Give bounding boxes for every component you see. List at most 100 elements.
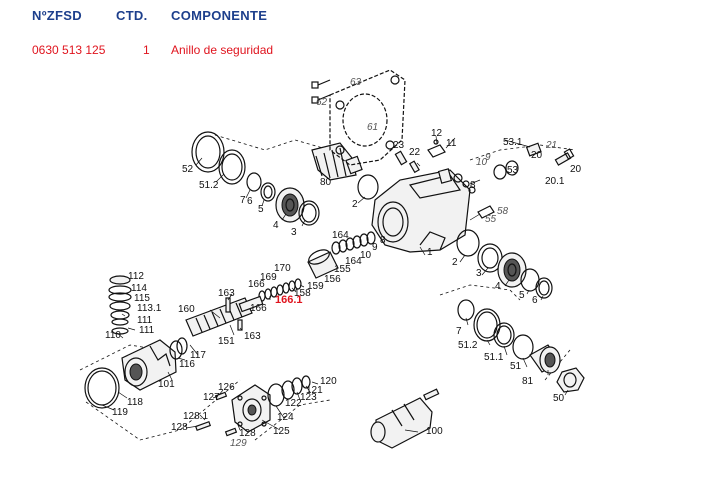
guide-line-left bbox=[79, 344, 181, 441]
label-127: 127 bbox=[203, 392, 220, 403]
label-166-lower: 166 bbox=[250, 303, 267, 314]
guide-line-bottom bbox=[179, 379, 331, 441]
ring-52-upper bbox=[191, 131, 225, 173]
ring-51-2-lower bbox=[473, 308, 501, 342]
label-2-upper: 2 bbox=[352, 199, 358, 210]
ring-7-lower bbox=[457, 299, 475, 321]
label-55: 55 bbox=[485, 214, 497, 225]
label-155: 155 bbox=[334, 264, 351, 275]
label-12: 12 bbox=[431, 128, 443, 139]
label-115: 115 bbox=[134, 293, 150, 304]
ring-51-1 bbox=[493, 322, 515, 348]
label-123: 123 bbox=[300, 392, 317, 403]
label-20-right: 20 bbox=[570, 164, 582, 175]
label-6-lower: 6 bbox=[532, 295, 538, 306]
ring-51 bbox=[512, 334, 534, 360]
rings-8-9-10-upper bbox=[453, 173, 476, 194]
ring-118-119 bbox=[84, 367, 120, 409]
label-128-1: 128.1 bbox=[183, 411, 208, 422]
label-1: 1 bbox=[427, 247, 433, 258]
assembled-unit-100 bbox=[370, 388, 440, 449]
label-51: 51 bbox=[510, 361, 522, 372]
label-128-left: 128 bbox=[171, 422, 188, 433]
ring-7-upper bbox=[246, 172, 262, 192]
label-58: 58 bbox=[497, 206, 509, 217]
label-101: 101 bbox=[158, 379, 175, 390]
label-113-1: 113.1 bbox=[137, 303, 162, 314]
row-code: 0630 513 125 bbox=[32, 43, 106, 57]
sector-shaft-80 bbox=[311, 142, 363, 181]
label-62: 62 bbox=[316, 97, 328, 108]
label-111-lower: 111 bbox=[139, 325, 155, 336]
valve-stack-110-115 bbox=[108, 275, 132, 335]
label-8-lower: 8 bbox=[380, 235, 386, 246]
seal-rings-166-170 bbox=[258, 278, 302, 302]
label-63: 63 bbox=[350, 77, 362, 88]
label-163-upper: 163 bbox=[218, 288, 235, 299]
bearing-4-lower bbox=[497, 252, 527, 288]
label-8-upper: 8 bbox=[470, 180, 476, 191]
label-122: 122 bbox=[285, 398, 302, 409]
ring-6-upper bbox=[260, 182, 276, 202]
label-20-upper: 20 bbox=[531, 150, 543, 161]
label-111-upper: 111 bbox=[137, 315, 153, 326]
label-5-lower: 5 bbox=[519, 290, 525, 301]
label-53: 53 bbox=[507, 165, 519, 176]
label-80: 80 bbox=[320, 177, 332, 188]
label-61: 61 bbox=[367, 122, 378, 133]
housing-1 bbox=[371, 168, 471, 253]
label-126: 126 bbox=[218, 382, 235, 393]
pin-163 bbox=[225, 297, 243, 331]
bolts-62-63 bbox=[311, 79, 331, 104]
label-7-lower: 7 bbox=[456, 326, 462, 337]
label-121: 121 bbox=[306, 385, 323, 396]
label-5-upper: 5 bbox=[258, 204, 264, 215]
label-170: 170 bbox=[274, 263, 291, 274]
ring-6-lower bbox=[535, 277, 553, 299]
piston-sleeve-156 bbox=[307, 249, 339, 279]
nipple-58 bbox=[477, 205, 495, 219]
ring-3-upper bbox=[298, 200, 320, 226]
label-169: 169 bbox=[260, 272, 277, 283]
label-166-1-highlight: 166.1 bbox=[275, 294, 303, 306]
label-10-lower: 10 bbox=[360, 250, 372, 261]
label-52-upper: 52 bbox=[182, 164, 194, 175]
label-20-1: 20.1 bbox=[545, 176, 565, 187]
label-158: 158 bbox=[294, 288, 311, 299]
label-23: 23 bbox=[393, 140, 405, 151]
label-51-1: 51.1 bbox=[484, 352, 504, 363]
label-4-lower: 4 bbox=[495, 281, 501, 292]
bearing-housing-101 bbox=[121, 339, 177, 391]
label-164-upper: 164 bbox=[332, 230, 349, 241]
header-code: NºZFSD bbox=[32, 8, 82, 23]
label-6-upper: 6 bbox=[247, 196, 253, 207]
label-110: 110 bbox=[105, 330, 121, 341]
label-160: 160 bbox=[178, 304, 195, 315]
label-21: 21 bbox=[545, 140, 557, 151]
label-9-lower: 9 bbox=[372, 242, 378, 253]
header-component: COMPONENTE bbox=[171, 8, 268, 23]
label-117: 117 bbox=[190, 350, 206, 361]
screws-23-22 bbox=[394, 150, 420, 174]
label-163-lower: 163 bbox=[244, 331, 261, 342]
label-7-upper: 7 bbox=[240, 195, 246, 206]
label-2-lower: 2 bbox=[452, 257, 458, 268]
part-20-right bbox=[554, 148, 575, 166]
label-164-lower: 164 bbox=[345, 256, 362, 267]
row-component: Anillo de seguridad bbox=[171, 43, 274, 57]
label-156: 156 bbox=[324, 274, 341, 285]
ring-2-upper bbox=[357, 174, 379, 200]
label-81: 81 bbox=[522, 376, 534, 387]
label-10-upper: 10 bbox=[476, 157, 488, 168]
nut-50 bbox=[556, 367, 585, 393]
label-116: 116 bbox=[179, 359, 195, 370]
label-159: 159 bbox=[307, 281, 324, 292]
label-125: 125 bbox=[273, 426, 290, 437]
label-100: 100 bbox=[426, 426, 443, 437]
row-qty: 1 bbox=[143, 43, 150, 57]
label-22: 22 bbox=[409, 147, 421, 158]
label-166-upper: 166 bbox=[248, 279, 265, 290]
label-124: 124 bbox=[277, 412, 294, 423]
